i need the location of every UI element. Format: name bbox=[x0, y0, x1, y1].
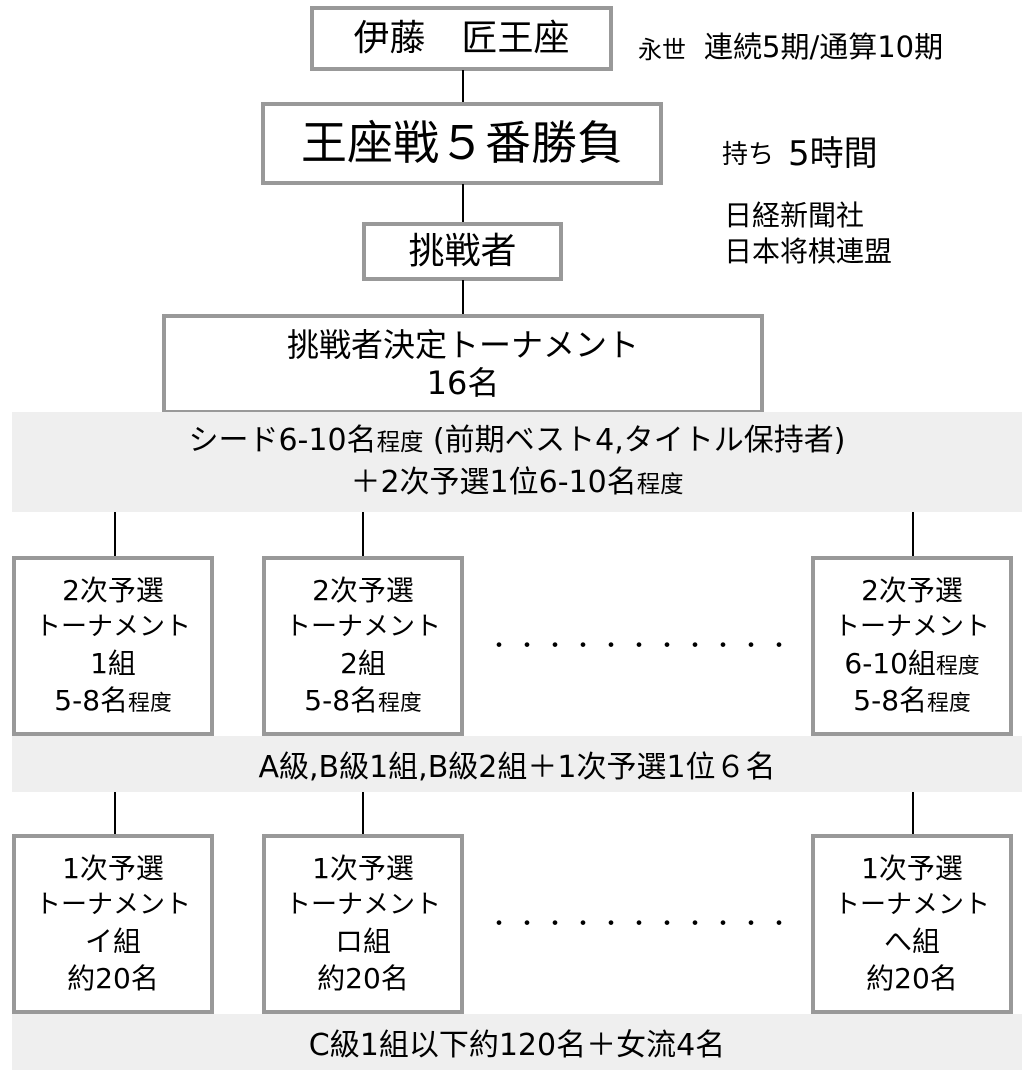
seed-text: シード6-10名 bbox=[188, 423, 377, 458]
ellipsis: ・・・・・・・・・・・ bbox=[488, 912, 797, 937]
box-group: 6-10組 bbox=[844, 646, 936, 680]
eternal-record: 連続5期/通算10期 bbox=[704, 30, 944, 64]
box-title: 1次予選 bbox=[62, 851, 164, 885]
second-round-approx: 程度 bbox=[636, 470, 684, 498]
box-count: 約20名 bbox=[67, 962, 159, 996]
first-round-box: 1次予選 トーナメント へ組 約20名 bbox=[811, 834, 1013, 1014]
connector bbox=[912, 512, 914, 556]
final-tournament-box: 挑戦者決定トーナメント 16名 bbox=[162, 314, 764, 414]
connector bbox=[362, 792, 364, 834]
box-sub: トーナメント bbox=[833, 889, 990, 920]
title-holder: 伊藤 匠王座 bbox=[353, 17, 570, 59]
box-sub: トーナメント bbox=[284, 889, 441, 920]
final-tournament-title: 挑戦者決定トーナメント bbox=[286, 325, 639, 364]
second-round-box: 2次予選 トーナメント 6-10組程度 5-8名程度 bbox=[811, 556, 1013, 736]
connector bbox=[912, 792, 914, 834]
box-group: 2組 bbox=[340, 646, 386, 680]
box-count: 5-8名 bbox=[304, 684, 379, 718]
connector bbox=[114, 512, 116, 556]
first-round-box: 1次予選 トーナメント イ組 約20名 bbox=[12, 834, 214, 1014]
eternal-label: 永世 bbox=[638, 36, 686, 64]
final-tournament-count: 16名 bbox=[426, 364, 500, 402]
connector bbox=[362, 512, 364, 556]
box-count: 約20名 bbox=[317, 962, 409, 996]
connector bbox=[462, 184, 464, 223]
second-round-entrants-band: A級,B級1組,B級2組＋1次予選1位６名 bbox=[12, 736, 1022, 792]
second-round-winners: ＋2次予選1位6-10名 bbox=[350, 465, 637, 500]
second-round-box: 2次予選 トーナメント 2組 5-8名程度 bbox=[262, 556, 464, 736]
box-approx: 程度 bbox=[128, 691, 172, 717]
sponsor: 日経新聞社 bbox=[724, 199, 865, 232]
box-group: へ組 bbox=[883, 924, 940, 958]
box-count: 5-8名 bbox=[853, 684, 928, 718]
box-group-approx: 程度 bbox=[935, 653, 980, 679]
time-label: 持ち bbox=[722, 140, 775, 170]
seed-approx: 程度 bbox=[376, 428, 424, 456]
seed-note: (前期ベスト4,タイトル保持者) bbox=[423, 423, 846, 458]
box-group: 1組 bbox=[90, 646, 136, 680]
match-box: 王座戦５番勝負 bbox=[261, 102, 663, 185]
box-approx: 程度 bbox=[378, 691, 422, 717]
first-round-entrants-band: C級1組以下約120名＋女流4名 bbox=[12, 1014, 1022, 1070]
box-group: ロ組 bbox=[334, 924, 391, 958]
seed-band: シード6-10名程度 (前期ベスト4,タイトル保持者) ＋2次予選1位6-10名… bbox=[12, 412, 1022, 512]
ellipsis: ・・・・・・・・・・・ bbox=[488, 634, 797, 659]
connector bbox=[462, 70, 464, 103]
sponsor: 日本将棋連盟 bbox=[724, 235, 893, 268]
time-value: 5時間 bbox=[788, 134, 878, 174]
box-sub: トーナメント bbox=[284, 611, 441, 642]
challenger-box: 挑戦者 bbox=[362, 222, 563, 281]
box-sub: トーナメント bbox=[34, 889, 191, 920]
challenger: 挑戦者 bbox=[408, 230, 517, 272]
first-round-entrants: C級1組以下約120名＋女流4名 bbox=[308, 1028, 726, 1063]
box-count: 5-8名 bbox=[54, 684, 129, 718]
box-title: 2次予選 bbox=[861, 573, 963, 607]
connector bbox=[462, 280, 464, 315]
second-round-entrants: A級,B級1組,B級2組＋1次予選1位６名 bbox=[258, 750, 776, 785]
box-sub: トーナメント bbox=[833, 611, 990, 642]
box-title: 1次予選 bbox=[312, 851, 414, 885]
second-round-box: 2次予選 トーナメント 1組 5-8名程度 bbox=[12, 556, 214, 736]
title-holder-box: 伊藤 匠王座 bbox=[310, 6, 613, 71]
box-title: 1次予選 bbox=[861, 851, 963, 885]
box-sub: トーナメント bbox=[34, 611, 191, 642]
connector bbox=[114, 792, 116, 834]
match-title: 王座戦５番勝負 bbox=[301, 115, 623, 170]
box-title: 2次予選 bbox=[62, 573, 164, 607]
box-group: イ組 bbox=[84, 924, 141, 958]
box-title: 2次予選 bbox=[312, 573, 414, 607]
first-round-box: 1次予選 トーナメント ロ組 約20名 bbox=[262, 834, 464, 1014]
box-approx: 程度 bbox=[927, 691, 971, 717]
box-count: 約20名 bbox=[866, 962, 958, 996]
